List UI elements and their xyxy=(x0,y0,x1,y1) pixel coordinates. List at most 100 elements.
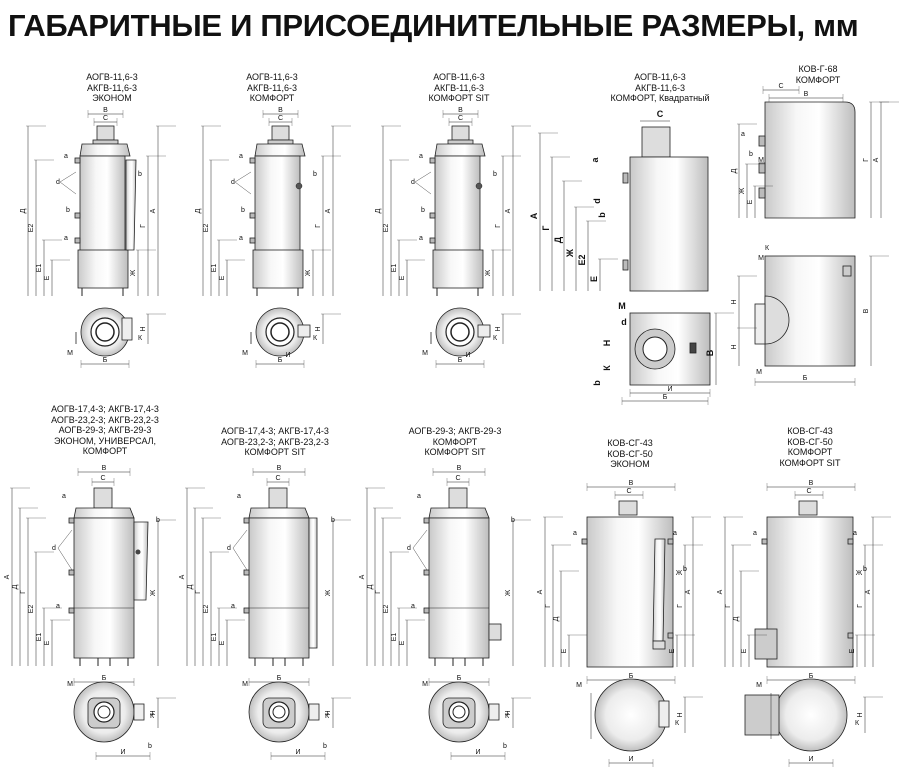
dim-label-N: Н xyxy=(731,344,738,349)
dim-label-B: Б xyxy=(663,394,668,401)
dim-label-d: d xyxy=(411,179,415,186)
dim-label-E: Е xyxy=(741,648,748,653)
dim-label-S: С xyxy=(626,488,631,495)
chimney-collar xyxy=(267,139,294,145)
dim-label-G: Г xyxy=(541,225,551,230)
pipe-a xyxy=(74,157,81,164)
dim-label-K: К xyxy=(493,335,498,342)
dim-label-d: d xyxy=(592,198,602,204)
dim-label-E2: Е2 xyxy=(203,224,210,233)
dim-label-G: Г xyxy=(195,590,202,594)
dim-label-E1: Е1 xyxy=(211,264,218,273)
dim-label-K: К xyxy=(325,713,330,720)
draft-hood xyxy=(79,143,131,157)
dim-label-V: В xyxy=(629,480,634,487)
dim-label-b: b xyxy=(323,743,327,750)
dim-label-K: К xyxy=(138,335,143,342)
dim-label-G: Г xyxy=(677,604,684,608)
dim-label-d: d xyxy=(56,179,60,186)
draft-hood xyxy=(434,143,486,157)
dim-label-Zh: Ж xyxy=(150,589,157,596)
dim-label-b: b xyxy=(148,743,152,750)
pipe-b xyxy=(74,212,81,219)
dim-label-b: b xyxy=(493,171,497,178)
dim-label-N: Н xyxy=(505,710,512,715)
pipe-e xyxy=(847,632,854,639)
chimney xyxy=(93,487,113,509)
boiler-body xyxy=(248,517,310,659)
pipe-e1 xyxy=(243,607,250,614)
dim-label-S: С xyxy=(103,115,108,122)
leader xyxy=(414,171,432,183)
dim-label-Zh: Ж xyxy=(325,589,332,596)
dim-label-S: С xyxy=(806,488,811,495)
chimney xyxy=(268,487,288,509)
dim-label-V: В xyxy=(458,107,463,114)
plan-flue-inner xyxy=(97,705,111,719)
pipe-e xyxy=(667,632,674,639)
dim-label-E: Е xyxy=(44,275,51,280)
plan-flue-inner xyxy=(95,322,115,342)
plan-knob xyxy=(689,342,697,354)
dim-label-b: b xyxy=(503,743,507,750)
dim-label-Zh: Ж xyxy=(565,248,575,258)
dim-label-S: С xyxy=(657,109,664,119)
pipe-a xyxy=(758,135,766,147)
side-panel xyxy=(125,159,137,251)
plan-flue-inner xyxy=(272,705,286,719)
dim-label-M: М xyxy=(756,682,762,689)
dim-label-D: Д xyxy=(733,616,740,621)
dim-label-a: а xyxy=(239,153,243,160)
dim-label-a: а xyxy=(753,530,757,537)
dim-label-D: Д xyxy=(12,584,19,589)
boiler-body xyxy=(764,101,856,219)
dim-label-S: С xyxy=(458,115,463,122)
dim-label-A: А xyxy=(325,208,332,213)
dim-label-A: А xyxy=(359,574,366,579)
dim-label-Zh: Ж xyxy=(739,187,746,194)
dim-label-M: М xyxy=(576,682,582,689)
plan-flue xyxy=(642,336,668,362)
pipe-a xyxy=(243,517,250,524)
dim-label-G: Г xyxy=(140,224,147,228)
dim-label-d: d xyxy=(407,545,411,552)
dim-label-B: Б xyxy=(629,673,634,680)
dim-label-M: М xyxy=(758,157,764,164)
dim-label-I: И xyxy=(808,756,813,763)
dim-label-I: И xyxy=(120,749,125,756)
dim-label-a: а xyxy=(239,235,243,242)
gas-block xyxy=(652,640,666,650)
dim-label-B: Б xyxy=(457,675,462,682)
dim-label-Zh: Ж xyxy=(130,269,137,276)
draft-hood xyxy=(73,507,135,519)
dim-label-b: b xyxy=(421,207,425,214)
dim-label-D: Д xyxy=(375,208,382,213)
dim-label-A: А xyxy=(537,589,544,594)
leader xyxy=(414,181,432,195)
dim-label-Zh: Ж xyxy=(305,269,312,276)
dim-label-N: Н xyxy=(731,299,738,304)
dim-label-B: Б xyxy=(103,357,108,364)
dim-label-S: С xyxy=(455,475,460,482)
dim-label-E1: Е1 xyxy=(36,264,43,273)
dim-label-N: Н xyxy=(140,326,147,331)
dim-label-K: К xyxy=(505,713,510,720)
chimney-collar xyxy=(92,139,119,145)
dim-label-G: Г xyxy=(725,604,732,608)
dim-label-N: Н xyxy=(150,710,157,715)
dim-label-N: Н xyxy=(602,340,612,347)
dim-label-V: В xyxy=(278,107,283,114)
dim-label-E: Е xyxy=(219,275,226,280)
draft-hood xyxy=(254,143,306,157)
dim-label-E: Е xyxy=(589,276,599,282)
dim-label-a: а xyxy=(411,603,415,610)
chimney xyxy=(641,126,671,158)
thermostat-knob xyxy=(135,549,141,555)
dim-label-b: b xyxy=(592,380,602,386)
dim-label-V: В xyxy=(863,308,870,313)
